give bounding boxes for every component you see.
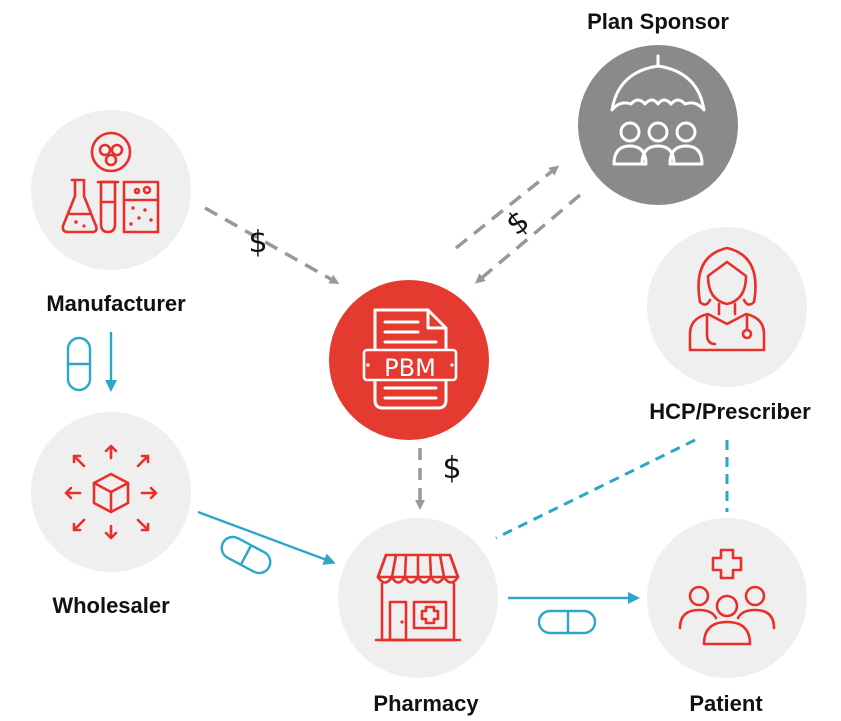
- node-plan-sponsor: Plan Sponsor: [578, 9, 738, 205]
- relationship-line-hcp-to-pharmacy: [495, 438, 696, 540]
- umbrella-group-icon: [610, 54, 706, 166]
- money-arrow-manufacturer-to-pbm: [204, 206, 340, 284]
- node-label-plan-sponsor: Plan Sponsor: [587, 9, 729, 34]
- node-pbm: PBM: [329, 280, 489, 440]
- storefront-icon: [374, 553, 462, 642]
- node-label-pharmacy: Pharmacy: [373, 691, 479, 716]
- patient-group-icon: [678, 548, 776, 646]
- dollar-label-pbm-plan-sponsor: $: [500, 204, 537, 243]
- money-arrow-pbm-to-plan-sponsor: [454, 165, 560, 250]
- dollar-label-manufacturer-pbm: $: [248, 225, 267, 260]
- node-label-patient: Patient: [689, 691, 763, 716]
- pill-icon-pharmacy-patient: [537, 609, 597, 635]
- pill-icon-manufacturer-wholesaler: [66, 336, 92, 392]
- node-label-wholesaler: Wholesaler: [52, 593, 170, 618]
- node-wholesaler: Wholesaler: [31, 412, 191, 618]
- lab-flasks-icon: [61, 131, 160, 234]
- distribution-box-icon: [64, 444, 158, 540]
- drug-arrow-wholesaler-to-pharmacy: [197, 510, 336, 565]
- pbm-icon-text: PBM: [384, 354, 436, 382]
- node-pharmacy: Pharmacy: [338, 518, 498, 716]
- node-patient: Patient: [647, 518, 807, 716]
- node-label-hcp-prescriber: HCP/Prescriber: [649, 399, 811, 424]
- node-label-manufacturer: Manufacturer: [46, 291, 186, 316]
- money-arrow-plan-sponsor-to-pbm: [474, 193, 582, 284]
- node-hcp-prescriber: HCP/Prescriber: [647, 227, 811, 424]
- node-manufacturer: Manufacturer: [31, 110, 191, 316]
- pbm-document-icon: PBM: [362, 308, 458, 410]
- doctor-icon: [688, 246, 766, 352]
- pill-icon-wholesaler-pharmacy: [220, 535, 272, 575]
- dollar-label-pbm-pharmacy: $: [442, 451, 461, 486]
